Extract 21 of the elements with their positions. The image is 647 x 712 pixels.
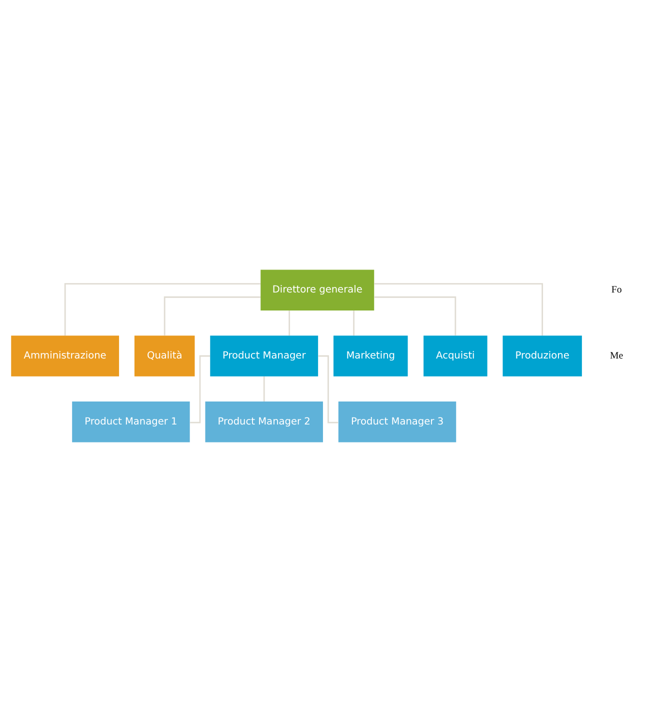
- node-box: Produzione: [502, 336, 582, 376]
- connector: [374, 283, 544, 336]
- node-box: Amministrazione: [11, 336, 120, 376]
- connector: [318, 355, 338, 424]
- node-box: Marketing: [333, 336, 408, 376]
- connector: [190, 355, 210, 424]
- node-box: Product Manager 1: [72, 402, 190, 442]
- connector: [64, 283, 260, 336]
- connector: [288, 310, 290, 336]
- connector: [164, 296, 260, 336]
- node-box: Product Manager: [210, 336, 318, 376]
- connector: [374, 296, 456, 336]
- connector: [353, 310, 354, 336]
- label: Me: [610, 350, 624, 362]
- node-box: Product Manager 2: [205, 402, 323, 442]
- connector: [263, 376, 265, 402]
- node-box: Acquisti: [424, 336, 488, 376]
- node-box: Qualità: [134, 336, 195, 376]
- label: Fo: [611, 284, 622, 296]
- node-box: Direttore generale: [260, 270, 374, 310]
- node-box: Product Manager 3: [338, 402, 456, 442]
